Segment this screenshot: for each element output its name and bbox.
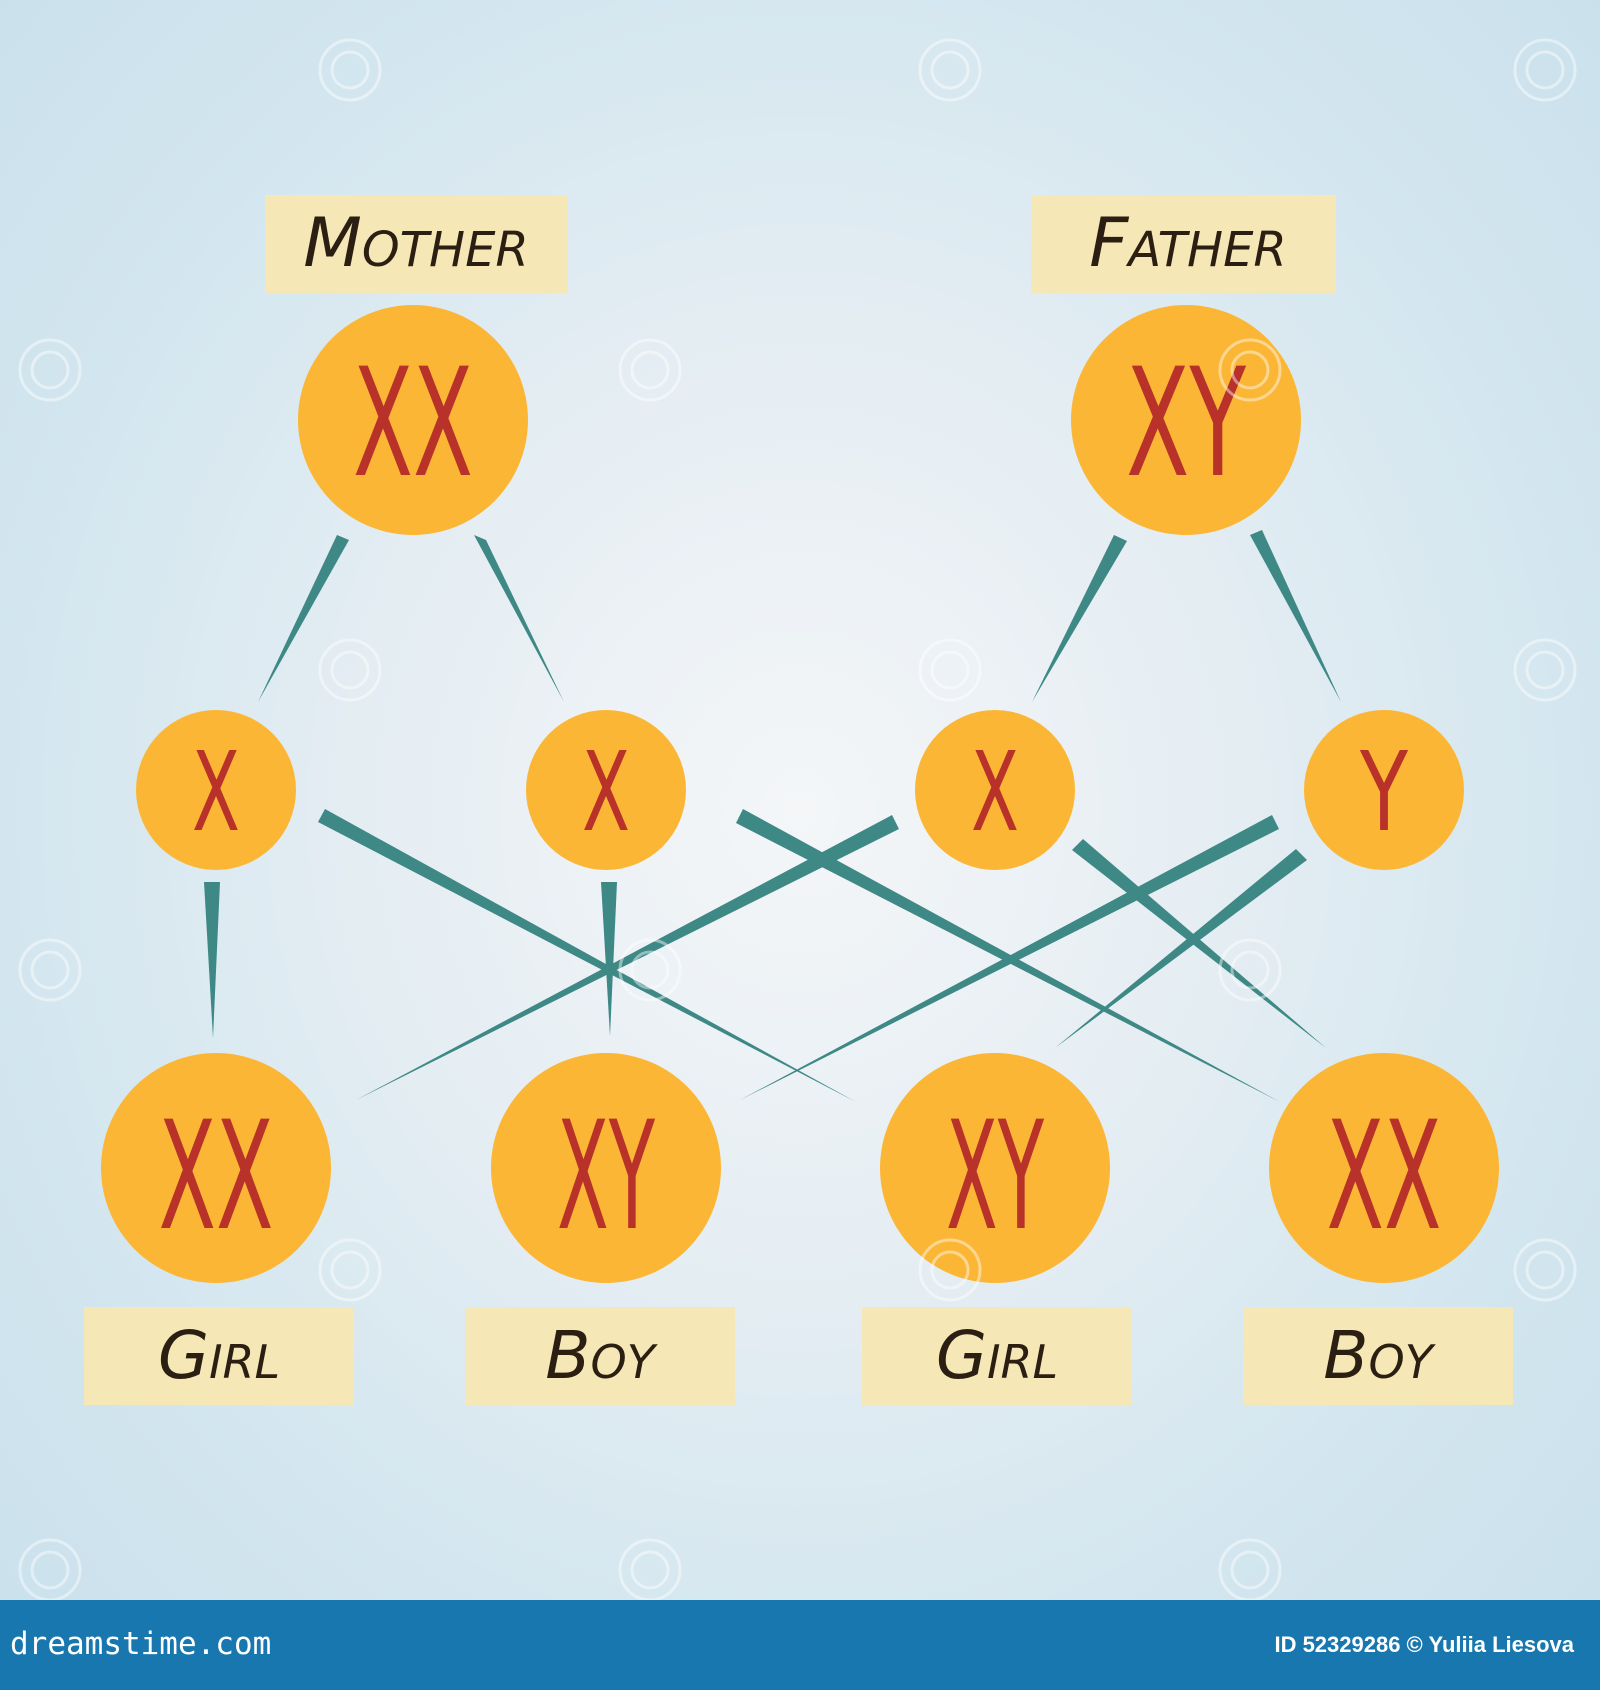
child-2-label-box: Boy	[465, 1307, 735, 1405]
father-circle: XY	[1071, 305, 1301, 535]
connector-gamete-2-to-boy-2	[736, 809, 1280, 1102]
child-3-circle: XY	[880, 1053, 1110, 1283]
connector-mother-to-gamete-2	[474, 535, 564, 702]
child-3-chromosomes: XY	[946, 1090, 1044, 1264]
father-label-box: Father	[1031, 195, 1336, 293]
child-4-circle: XX	[1269, 1053, 1499, 1283]
child-4-label: Boy	[1323, 1317, 1436, 1394]
father-chromosomes: XY	[1126, 337, 1246, 511]
mother-chromosomes: XX	[353, 337, 473, 511]
child-4-chromosomes: XX	[1327, 1090, 1442, 1264]
child-2-label: Boy	[545, 1317, 658, 1394]
gamete-2: X	[526, 710, 686, 870]
gamete-1-chromosome: X	[192, 728, 240, 856]
child-1-label-box: Girl	[84, 1307, 354, 1405]
child-3-label: Girl	[936, 1317, 1058, 1394]
child-1-label: Girl	[158, 1317, 280, 1394]
child-1-circle: XX	[101, 1053, 331, 1283]
child-4-label-box: Boy	[1243, 1307, 1513, 1405]
connector-gamete-3-to-girl	[356, 815, 899, 1100]
father-label: Father	[1089, 204, 1287, 283]
connector-gamete-1-to-girl-2	[318, 809, 856, 1102]
footer-site-name: dreamstime.com	[10, 1626, 272, 1662]
connector-lines	[204, 530, 1341, 1102]
mother-circle: XX	[298, 305, 528, 535]
connector-gamete-2-to-boy	[601, 882, 617, 1036]
inheritance-diagram: Mother Father XX XY X X X Y XX XY XY	[18, 38, 1577, 1600]
footer-bar: dreamstime.com ID 52329286 © Yuliia Lies…	[0, 1600, 1600, 1690]
connector-gamete-1-to-girl	[204, 882, 220, 1038]
mother-label: Mother	[303, 204, 529, 283]
gamete-4: Y	[1304, 710, 1464, 870]
gamete-2-chromosome: X	[582, 728, 630, 856]
gamete-4-chromosome: Y	[1359, 728, 1408, 856]
gamete-3: X	[915, 710, 1075, 870]
gamete-1: X	[136, 710, 296, 870]
gamete-3-chromosome: X	[971, 728, 1019, 856]
connector-father-to-gamete-4	[1250, 530, 1341, 702]
child-1-chromosomes: XX	[159, 1090, 274, 1264]
watermark-pattern	[18, 38, 1577, 1600]
footer-image-id: ID 52329286 © Yuliia Liesova	[1274, 1632, 1574, 1657]
connector-gamete-4-to-girl	[1055, 849, 1307, 1048]
child-3-label-box: Girl	[862, 1307, 1132, 1405]
child-2-circle: XY	[491, 1053, 721, 1283]
connector-father-to-gamete-3	[1032, 535, 1127, 702]
child-2-chromosomes: XY	[557, 1090, 655, 1264]
connector-gamete-3-to-boy	[1072, 839, 1326, 1048]
connector-mother-to-gamete-1	[258, 535, 349, 702]
connector-gamete-4-to-boy	[740, 815, 1279, 1100]
mother-label-box: Mother	[265, 195, 568, 293]
